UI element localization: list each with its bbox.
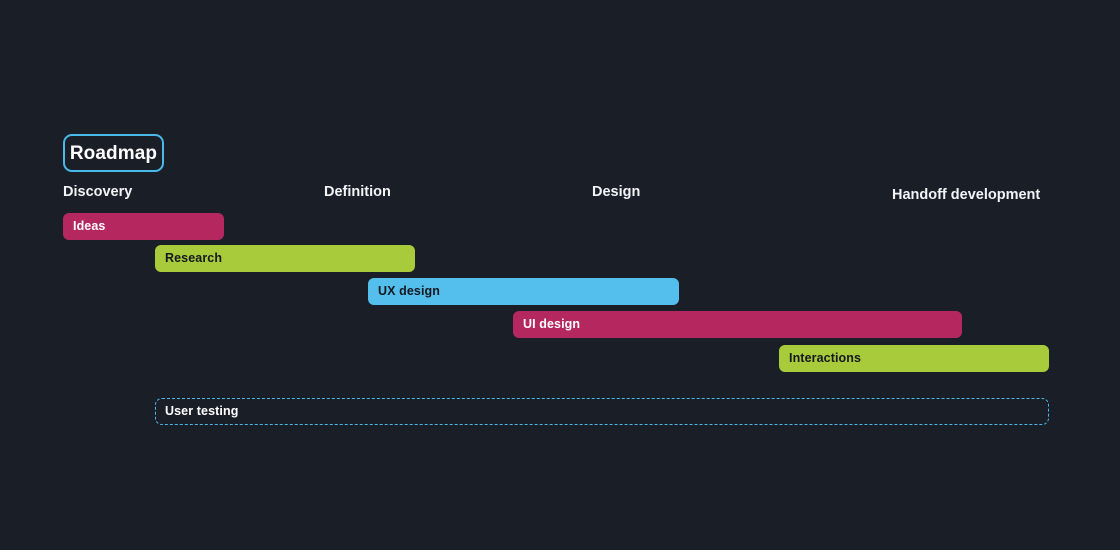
task-bar[interactable]: Ideas <box>63 213 224 240</box>
roadmap-title-badge[interactable]: Roadmap <box>63 134 164 172</box>
phase-header: Definition <box>324 184 391 200</box>
task-bar[interactable]: UI design <box>513 311 962 338</box>
phase-header: Design <box>592 184 641 200</box>
task-bar-label: Research <box>165 251 223 266</box>
phase-header: Handoff development <box>892 187 1041 203</box>
phase-header: Discovery <box>63 184 133 200</box>
task-bar-label: User testing <box>165 404 239 419</box>
task-bar[interactable]: Interactions <box>779 345 1049 372</box>
task-bar[interactable]: Research <box>155 245 415 272</box>
task-bar[interactable]: User testing <box>155 398 1049 425</box>
page-title: Roadmap <box>69 142 158 164</box>
task-bar[interactable]: UX design <box>368 278 679 305</box>
task-bar-label: UI design <box>523 317 581 332</box>
task-bar-label: Ideas <box>73 219 106 234</box>
task-bar-label: Interactions <box>789 351 862 366</box>
task-bar-label: UX design <box>378 284 441 299</box>
